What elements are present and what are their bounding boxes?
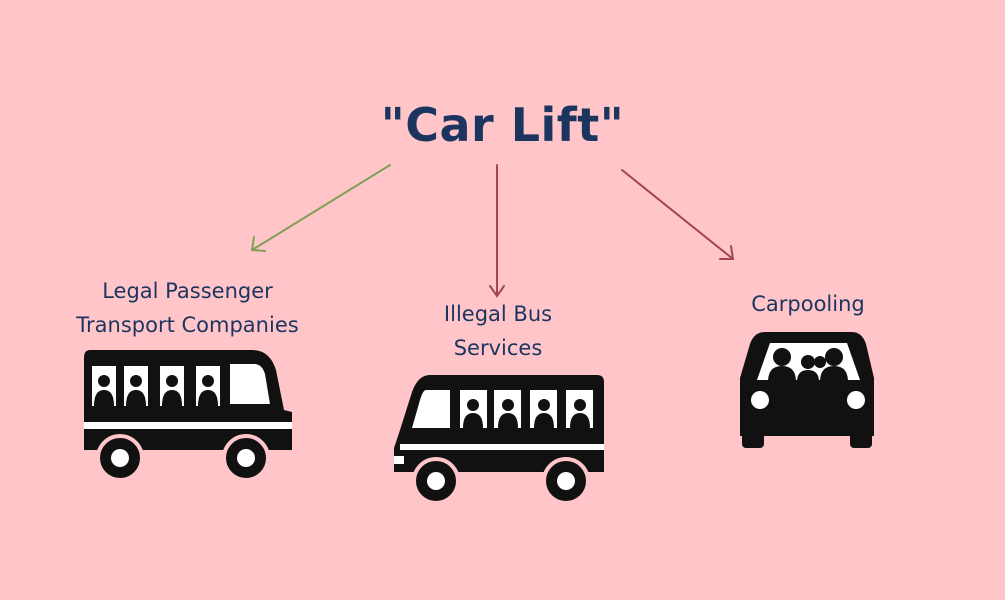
node-illegal-line-1: Illegal Bus: [443, 302, 553, 326]
diagram-title: "Car Lift": [380, 98, 625, 152]
car-icon: [740, 332, 874, 448]
van-icon: [84, 350, 292, 482]
arrow-to-legal: [250, 164, 391, 252]
node-legal-line-2: Transport Companies: [76, 313, 299, 337]
node-legal-line-1: Legal Passenger: [102, 279, 273, 303]
bus-icon: [394, 375, 604, 505]
arrow-to-illegal: [489, 164, 505, 298]
node-legal-label: Legal Passenger Transport Companies: [30, 274, 345, 342]
node-illegal-label: Illegal Bus Services: [398, 297, 598, 365]
node-carpool-label: Carpooling: [718, 287, 898, 321]
arrow-to-carpool: [621, 169, 735, 260]
node-carpool-line-1: Carpooling: [751, 292, 865, 316]
node-illegal-line-2: Services: [453, 336, 543, 360]
